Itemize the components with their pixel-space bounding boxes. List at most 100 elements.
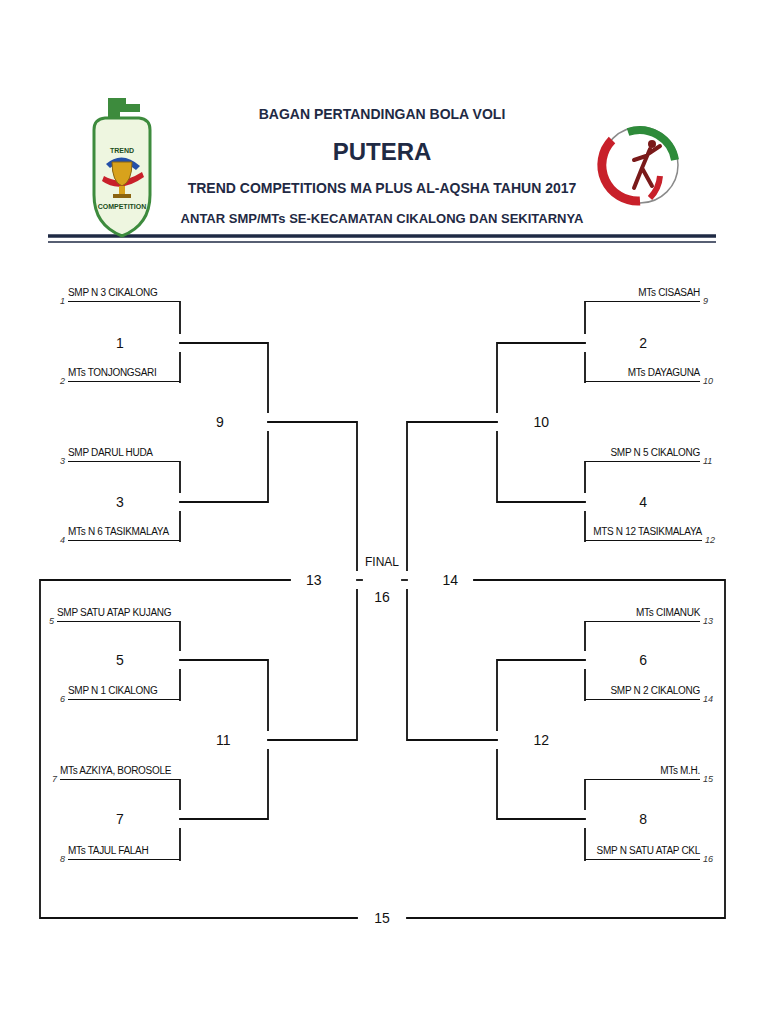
match-number: 15 bbox=[357, 908, 407, 928]
bracket-line bbox=[180, 750, 268, 819]
match-number: 4 bbox=[585, 492, 647, 512]
bracket-line bbox=[584, 622, 586, 650]
bracket-line bbox=[407, 580, 725, 918]
match-number: 14 bbox=[407, 570, 458, 590]
match-number: 2 bbox=[585, 333, 647, 353]
match-number: 9 bbox=[208, 412, 268, 432]
subtitle: ANTAR SMP/MTs SE-KECAMATAN CIKALONG DAN … bbox=[181, 212, 584, 227]
match-number: 4 bbox=[585, 492, 655, 512]
logo-shield bbox=[94, 118, 150, 236]
seed-number: 4 bbox=[60, 535, 65, 545]
team-name: SMP N 3 CIKALONG bbox=[68, 287, 158, 299]
team-name: MTs DAYAGUNA bbox=[628, 367, 700, 379]
bracket-line bbox=[497, 432, 585, 502]
seed-number: 9 bbox=[703, 296, 708, 306]
match-number: 8 bbox=[585, 809, 655, 829]
bracket-line bbox=[179, 512, 181, 541]
bracket-line bbox=[357, 579, 362, 581]
bracket-line bbox=[179, 462, 181, 492]
volleyball-logo bbox=[602, 127, 678, 203]
match-number: 2 bbox=[585, 333, 655, 353]
seed-number: 14 bbox=[703, 694, 713, 704]
seed-number: 15 bbox=[703, 774, 713, 784]
team-name: MTs TAJUL FALAH bbox=[68, 845, 148, 857]
team-slot: SMP N SATU ATAP CKL bbox=[585, 845, 700, 860]
match-number: 6 bbox=[585, 650, 655, 670]
team-slot: MTs M.H. bbox=[585, 765, 700, 780]
bracket-line bbox=[179, 780, 181, 809]
match-number: 11 bbox=[216, 730, 268, 750]
bracket-line bbox=[179, 353, 181, 382]
team-slot: SMP N 5 CIKALONG bbox=[585, 447, 700, 462]
team-name: SMP DARUL HUDA bbox=[68, 447, 153, 459]
seed-number: 2 bbox=[60, 376, 65, 386]
bracket-line bbox=[497, 343, 585, 412]
bracket-line bbox=[584, 780, 586, 809]
team-slot: MTs TONJONGSARI bbox=[68, 367, 180, 382]
seed-number: 12 bbox=[705, 535, 715, 545]
bracket-line bbox=[402, 579, 407, 581]
bracket-line bbox=[268, 422, 357, 570]
match-number: 3 bbox=[116, 492, 180, 512]
team-slot: MTs AZKIYA, BOROSOLE bbox=[60, 765, 180, 780]
bracket-line bbox=[180, 432, 268, 502]
match-number: 12 bbox=[497, 730, 549, 750]
match-number: 11 bbox=[208, 730, 268, 750]
match-number: 9 bbox=[216, 412, 268, 432]
seed-number: 5 bbox=[49, 616, 54, 626]
team-name: MTs AZKIYA, BOROSOLE bbox=[60, 765, 171, 777]
ball-band bbox=[602, 140, 640, 201]
team-slot: SMP N 2 CIKALONG bbox=[585, 685, 700, 700]
bracket-line bbox=[40, 580, 357, 918]
bracket-line bbox=[179, 302, 181, 333]
match-number: 12 bbox=[497, 730, 557, 750]
team-name: SMP N 2 CIKALONG bbox=[611, 685, 701, 697]
match-number: 8 bbox=[585, 809, 647, 829]
team-name: MTS N 12 TASIKMALAYA bbox=[593, 526, 702, 538]
subtitle: TREND COMPETITIONS MA PLUS AL-AQSHA TAHU… bbox=[188, 180, 577, 196]
logo-trophy bbox=[113, 194, 131, 198]
match-number: 7 bbox=[116, 809, 180, 829]
team-name: SMP N 5 CIKALONG bbox=[611, 447, 701, 459]
team-name: MTs M.H. bbox=[660, 765, 700, 777]
seed-number: 13 bbox=[703, 616, 713, 626]
trend-logo bbox=[94, 98, 150, 236]
match-number: 3 bbox=[108, 492, 180, 512]
match-number: 1 bbox=[108, 333, 180, 353]
logo-emblem bbox=[108, 98, 140, 118]
match-number: 14 bbox=[407, 570, 474, 590]
bracket-line bbox=[407, 422, 497, 570]
team-name: MTs CIMANUK bbox=[636, 607, 700, 619]
ball bbox=[602, 127, 678, 203]
seed-number: 6 bbox=[60, 694, 65, 704]
header-rule bbox=[48, 236, 716, 242]
seed-number: 16 bbox=[703, 854, 713, 864]
team-slot: MTs N 6 TASIKMALAYA bbox=[68, 526, 180, 541]
team-slot: SMP DARUL HUDA bbox=[68, 447, 180, 462]
match-number: 15 bbox=[357, 908, 407, 928]
bracket-line bbox=[497, 750, 585, 819]
bracket-line bbox=[268, 590, 357, 740]
team-slot: MTs CISASAH bbox=[585, 287, 700, 302]
final-heading: FINAL bbox=[365, 555, 399, 570]
rule-thin bbox=[48, 241, 716, 243]
team-name: MTs N 6 TASIKMALAYA bbox=[68, 526, 169, 538]
team-name: SMP N 1 CIKALONG bbox=[68, 685, 158, 697]
seed-number: 11 bbox=[703, 456, 712, 466]
logo-text: COMPETITION bbox=[98, 203, 147, 211]
logo-trophy bbox=[112, 162, 132, 186]
bracket-line bbox=[180, 343, 268, 412]
bracket-line bbox=[497, 660, 585, 730]
bracket-line bbox=[179, 622, 181, 650]
match-number: 7 bbox=[108, 809, 180, 829]
match-number: 1 bbox=[116, 333, 180, 353]
team-slot: MTS N 12 TASIKMALAYA bbox=[585, 526, 702, 541]
final-match: FINAL16 bbox=[362, 555, 402, 605]
match-number: 5 bbox=[108, 650, 180, 670]
ball-band bbox=[628, 130, 675, 160]
division-heading: PUTERA bbox=[333, 138, 432, 166]
team-name: SMP SATU ATAP KUJANG bbox=[57, 607, 171, 619]
team-slot: SMP SATU ATAP KUJANG bbox=[57, 607, 180, 622]
team-slot: SMP N 3 CIKALONG bbox=[68, 287, 180, 302]
